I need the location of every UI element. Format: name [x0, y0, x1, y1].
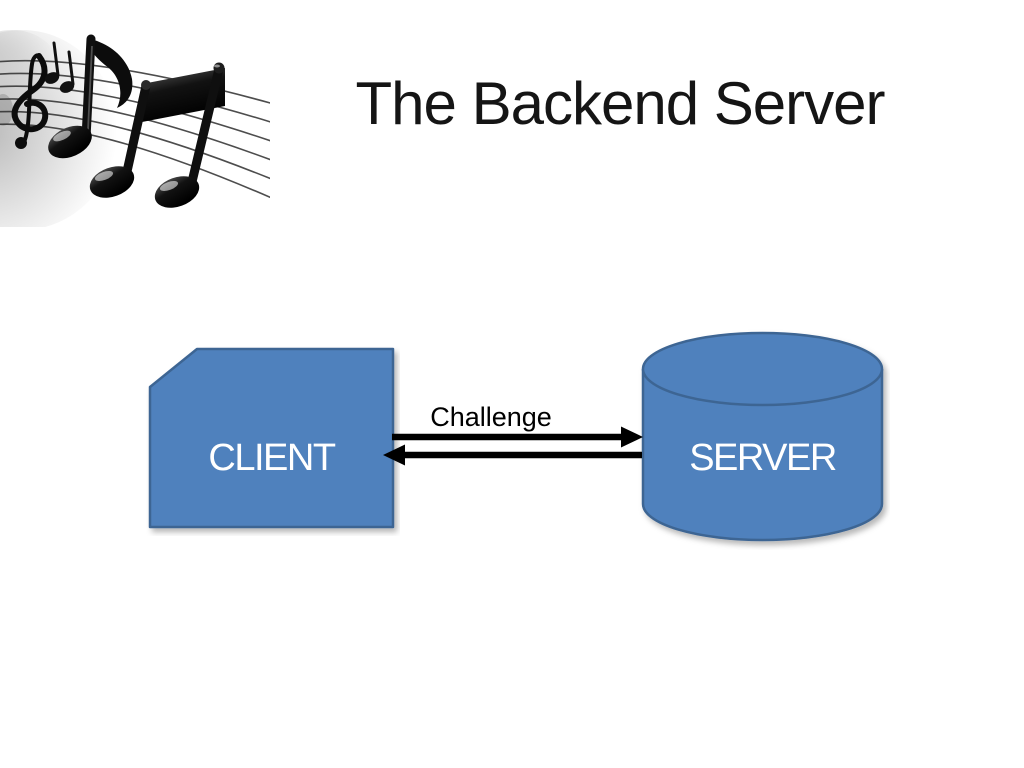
beamed-notes-icon [89, 62, 225, 208]
slide-title: The Backend Server [355, 70, 886, 137]
server-shape [641, 331, 884, 542]
client-label: CLIENT [208, 437, 336, 479]
treble-clef-icon [11, 53, 49, 149]
eighth-note-icon [48, 34, 133, 159]
challenge-label: Challenge [430, 402, 552, 432]
small-notes-icon [44, 41, 75, 93]
challenge-arrows [383, 426, 643, 466]
server-label: SERVER [689, 437, 837, 479]
arrow-left-icon [383, 444, 642, 466]
music-notes-clipart [0, 30, 270, 227]
gray-edge-mark [0, 94, 13, 126]
client-shape [148, 347, 395, 529]
arrow-right-icon [392, 426, 643, 448]
